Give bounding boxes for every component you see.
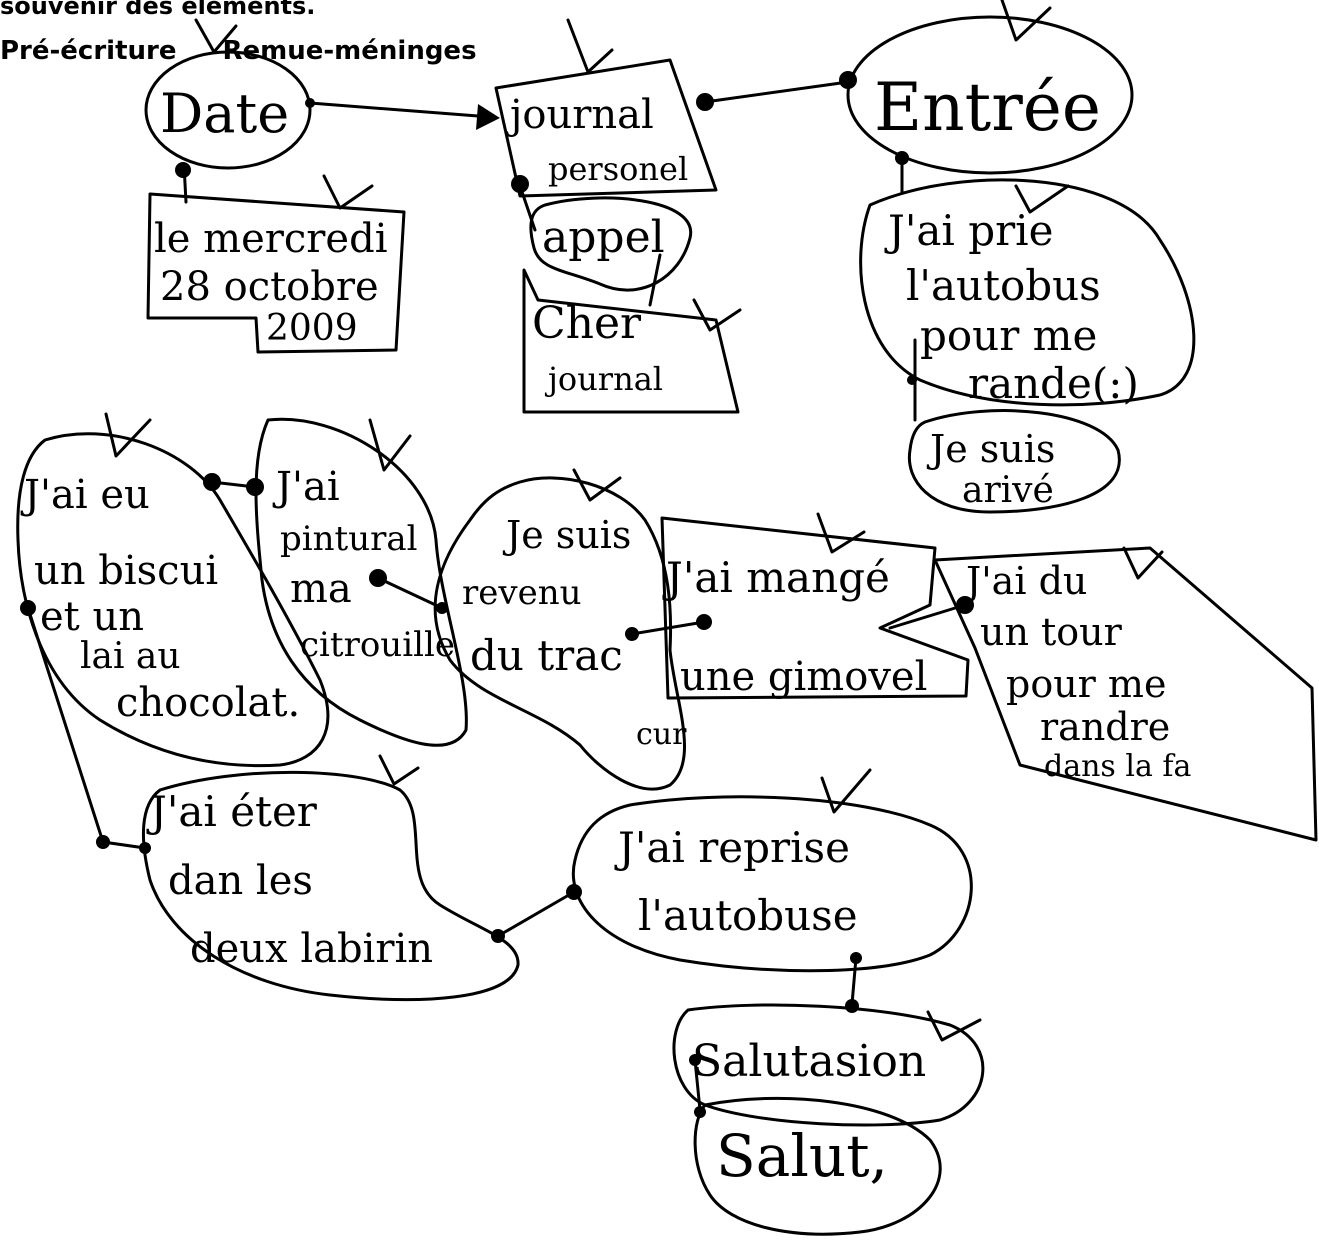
check-mark-icon <box>322 174 374 210</box>
node-e2-line2: arivé <box>962 470 1054 511</box>
node-date-value-shape <box>146 192 406 354</box>
node-e9-shape <box>571 795 973 973</box>
node-texts: Date le mercredi 28 octobre 2009 journal… <box>20 69 1191 1190</box>
node-e7-line2: un biscui <box>34 548 218 594</box>
node-e6-line4: citrouille <box>300 625 455 665</box>
node-date-shape <box>144 50 312 170</box>
node-e3-line5: dans la fa <box>1044 749 1191 784</box>
node-journal-line1: journal <box>506 92 654 138</box>
connector-e3-e4 <box>888 603 967 630</box>
node-e7-shape <box>16 432 330 768</box>
node-e9-line2: l'autobuse <box>638 891 858 940</box>
node-e8-shape <box>142 770 520 1002</box>
node-entree-shape <box>846 15 1134 175</box>
node-e4-line2: une gimovel <box>680 654 927 700</box>
node-e1-line3: pour me <box>920 311 1097 360</box>
node-date-value-line1: le mercredi <box>154 216 388 262</box>
connectors <box>20 71 974 1118</box>
node-e3-shape <box>933 546 1318 842</box>
node-cher-line1: Cher <box>532 298 642 349</box>
node-e3-line2: un tour <box>980 610 1123 654</box>
shapes <box>16 15 1318 1236</box>
check-mark-icon <box>194 18 238 54</box>
node-e2-line1: Je suis <box>926 427 1055 471</box>
node-salutation-shape <box>672 1003 985 1127</box>
node-date-value-line2: 28 octobre <box>160 264 379 310</box>
node-e5-line1: Je suis <box>502 513 631 557</box>
node-date-value-line3: 2009 <box>266 308 358 349</box>
connector-e5-e6 <box>376 576 444 610</box>
connector-date-journal <box>308 101 480 118</box>
check-mark-icon <box>820 768 872 814</box>
check-mark-icon <box>566 18 614 74</box>
brainstorm-label: Remue-méninges <box>222 36 477 66</box>
node-e7-line1: J'ai eu <box>20 472 150 518</box>
check-mark-icon <box>816 512 866 554</box>
node-journal-line2: personel <box>548 150 688 188</box>
connector-appel-cher <box>648 253 662 307</box>
node-e8-line1: J'ai éter <box>146 787 318 836</box>
node-e3-line1: J'ai du <box>962 559 1087 603</box>
node-e7-line4: lai au <box>80 636 181 677</box>
node-e1-line2: l'autobus <box>906 261 1101 310</box>
check-mark-icon <box>378 754 420 786</box>
node-e7-line3: et un <box>40 594 144 640</box>
node-e9-line1: J'ai reprise <box>614 823 850 872</box>
arrowhead-journal <box>476 104 500 130</box>
connector-journal-entree <box>703 80 850 104</box>
connector-dot <box>696 93 714 111</box>
node-e8-line2: dan les <box>168 858 313 904</box>
check-mark-icon <box>368 418 412 472</box>
connector-e8-e9 <box>496 890 576 938</box>
node-entree: Entrée <box>874 69 1101 146</box>
node-appel: appel <box>542 212 665 263</box>
node-salut: Salut, <box>716 1122 888 1190</box>
node-e5-line2: revenu <box>462 573 582 613</box>
node-e3-line4: randre <box>1040 705 1170 749</box>
node-e1-shape <box>859 178 1196 407</box>
checkmarks <box>104 0 1164 1042</box>
check-mark-icon <box>692 298 742 332</box>
node-salutation: Salutasion <box>692 1036 926 1087</box>
check-mark-icon <box>1000 0 1052 42</box>
connector-e9-salutation <box>850 956 858 1006</box>
check-mark-icon <box>926 1010 982 1042</box>
connector-e4-e5 <box>630 620 706 636</box>
node-e3-line3: pour me <box>1006 662 1166 706</box>
node-cher-shape <box>522 268 740 414</box>
node-e7-line5: chocolat. <box>116 680 300 726</box>
node-e5-line4: cur <box>636 717 687 752</box>
node-appel-shape <box>529 196 693 292</box>
prewriting-label: Pré-écriture <box>0 36 177 66</box>
node-e4-line1: J'ai mangé <box>662 553 890 602</box>
check-mark-icon <box>1014 184 1070 214</box>
node-e6-line3: ma <box>290 566 352 612</box>
node-e8-line3: deux labirin <box>190 926 433 972</box>
node-e5-line3: du trac <box>470 631 623 680</box>
node-e4-shape <box>660 516 970 700</box>
node-date: Date <box>160 82 289 145</box>
check-mark-icon <box>1122 546 1164 580</box>
node-e6-line2: pintural <box>280 519 418 559</box>
check-mark-icon <box>572 468 622 502</box>
node-e1-line1: J'ai prie <box>884 206 1053 255</box>
node-e5-shape <box>433 476 686 791</box>
node-salut-shape <box>693 1096 942 1236</box>
node-cher-line2: journal <box>544 360 663 398</box>
node-e1-line4: rande(:) <box>968 359 1139 408</box>
node-e2-shape <box>907 409 1121 514</box>
header-line-1: souvenir des éléments. <box>0 0 316 20</box>
node-journal-shape <box>494 58 718 198</box>
header-line-2: Pré-écriture Remue-méninges <box>0 36 477 66</box>
node-e6-line1: J'ai <box>272 464 340 510</box>
check-mark-icon <box>104 412 152 458</box>
